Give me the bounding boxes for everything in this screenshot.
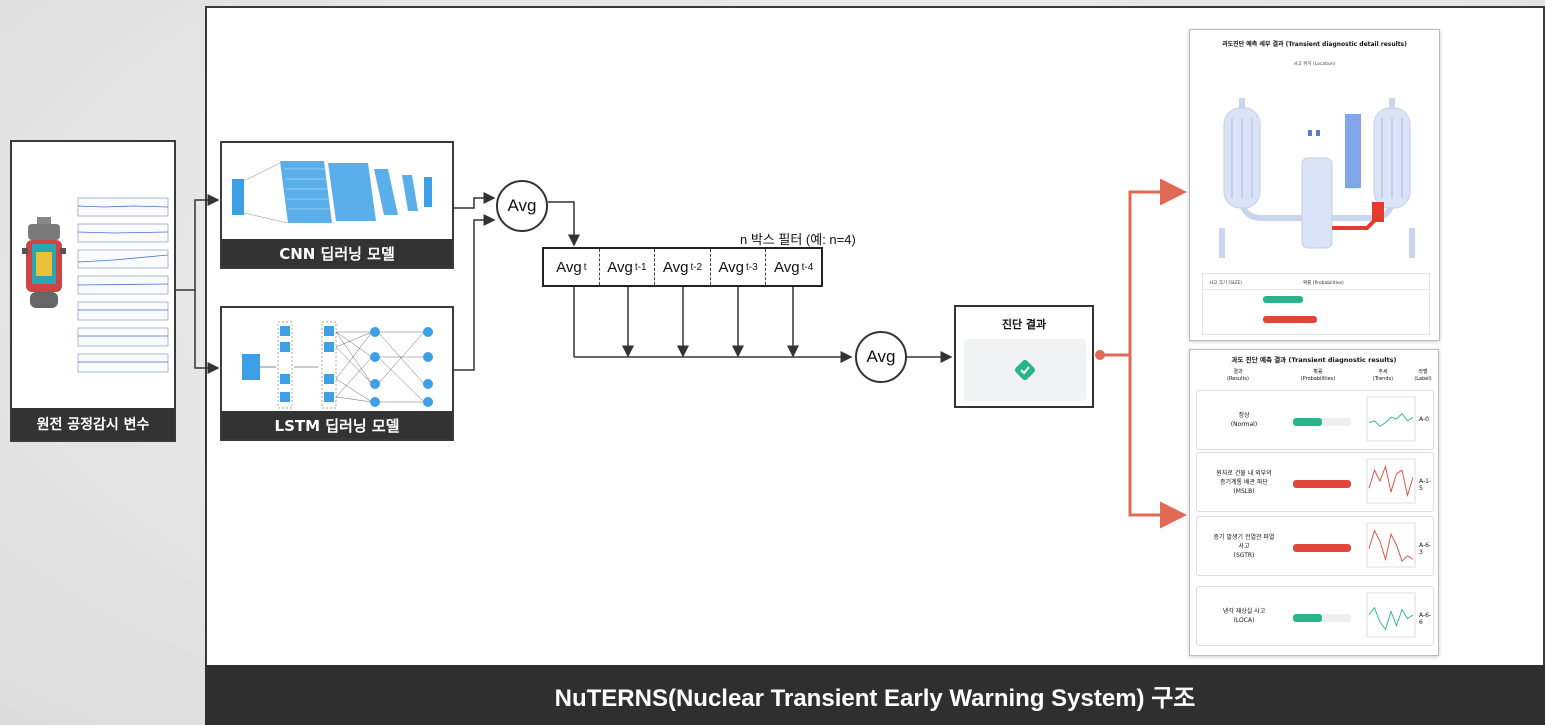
diagnosis-result-inner bbox=[964, 339, 1086, 401]
probability-bar bbox=[1263, 296, 1303, 303]
trend-line bbox=[1368, 606, 1414, 631]
trend-chart bbox=[1366, 396, 1416, 442]
diagnosis-result-title: 진단 결과 bbox=[1001, 318, 1047, 331]
avg-node-ensemble: Avg bbox=[496, 180, 548, 232]
check-icon bbox=[1014, 359, 1036, 381]
diagnosis-result-box: 진단 결과 bbox=[954, 305, 1094, 408]
result-name: 정상(Normal) bbox=[1230, 412, 1258, 428]
process-variables-caption: 원전 공정감시 변수 bbox=[12, 408, 174, 440]
col-header-probabilities: 확률(Probabilities) bbox=[1300, 369, 1336, 382]
reactor-vessel-icon bbox=[22, 217, 66, 308]
process-variables-panel: 원전 공정감시 변수 bbox=[10, 140, 176, 442]
result-label: A-6-6 bbox=[1419, 612, 1432, 626]
probability-bar bbox=[1293, 544, 1351, 552]
probability-bar bbox=[1293, 614, 1351, 622]
footer-title-bar: NuTERNS(Nuclear Transient Early Warning … bbox=[205, 665, 1545, 725]
result-row-normal: 정상(Normal) A-0 bbox=[1196, 390, 1434, 450]
lstm-model-caption: LSTM 딥러닝 모델 bbox=[222, 411, 452, 439]
lstm-model-box: LSTM 딥러닝 모델 bbox=[220, 306, 454, 441]
trend-chart bbox=[1366, 592, 1416, 638]
result-label: A-6-3 bbox=[1419, 542, 1432, 556]
footer-title: NuTERNS(Nuclear Transient Early Warning … bbox=[554, 684, 1196, 712]
lstm-architecture-diagram bbox=[242, 321, 433, 409]
result-row-loca: 냉각 재상실 사고(LOCA) A-6-6 bbox=[1196, 586, 1434, 646]
trend-chart bbox=[1366, 458, 1416, 504]
trend-line bbox=[1368, 412, 1414, 427]
results-panel: 과도 진단 예측 결과 (Transient diagnostic result… bbox=[1189, 349, 1439, 656]
results-title: 과도 진단 예측 결과 (Transient diagnostic result… bbox=[1231, 356, 1397, 364]
col-header-trends: 추세(Trends) bbox=[1372, 369, 1394, 382]
cnn-architecture-diagram bbox=[232, 161, 432, 224]
cnn-model-box: CNN 딥러닝 모델 bbox=[220, 141, 454, 269]
probability-bar bbox=[1293, 418, 1351, 426]
trend-line bbox=[1368, 529, 1414, 563]
detail-probability-table: 사고 크기 (SIZE) 확률 (Probabilities) bbox=[1202, 273, 1430, 335]
detail-results-title: 과도진단 예측 세부 결과 (Transient diagnostic deta… bbox=[1222, 41, 1407, 48]
plant-location-diagram bbox=[1219, 98, 1415, 258]
trend-chart bbox=[1366, 522, 1416, 568]
col-header-results: 결과(Results) bbox=[1227, 369, 1249, 382]
col-header-label: 라벨(Label) bbox=[1414, 369, 1432, 382]
trend-line bbox=[1368, 465, 1414, 498]
detail-results-panel: 과도진단 예측 세부 결과 (Transient diagnostic deta… bbox=[1189, 29, 1440, 341]
mini-trend-charts bbox=[77, 197, 169, 373]
table-header-size: 사고 크기 (SIZE) bbox=[1209, 281, 1243, 286]
nbox-filter-title: n 박스 필터 (예: n=4) bbox=[740, 232, 856, 247]
result-label: A-1-5 bbox=[1419, 478, 1432, 492]
cnn-model-caption: CNN 딥러닝 모델 bbox=[222, 239, 452, 267]
result-label: A-0 bbox=[1419, 416, 1429, 423]
probability-bar bbox=[1293, 480, 1351, 488]
table-header-probabilities: 확률 (Probabilities) bbox=[1303, 281, 1344, 286]
result-name: 냉각 재상실 사고(LOCA) bbox=[1222, 608, 1266, 624]
location-label: 사고 위치 (Location) bbox=[1293, 62, 1336, 67]
probability-bar bbox=[1263, 316, 1317, 323]
avg-node-final: Avg bbox=[855, 331, 907, 383]
